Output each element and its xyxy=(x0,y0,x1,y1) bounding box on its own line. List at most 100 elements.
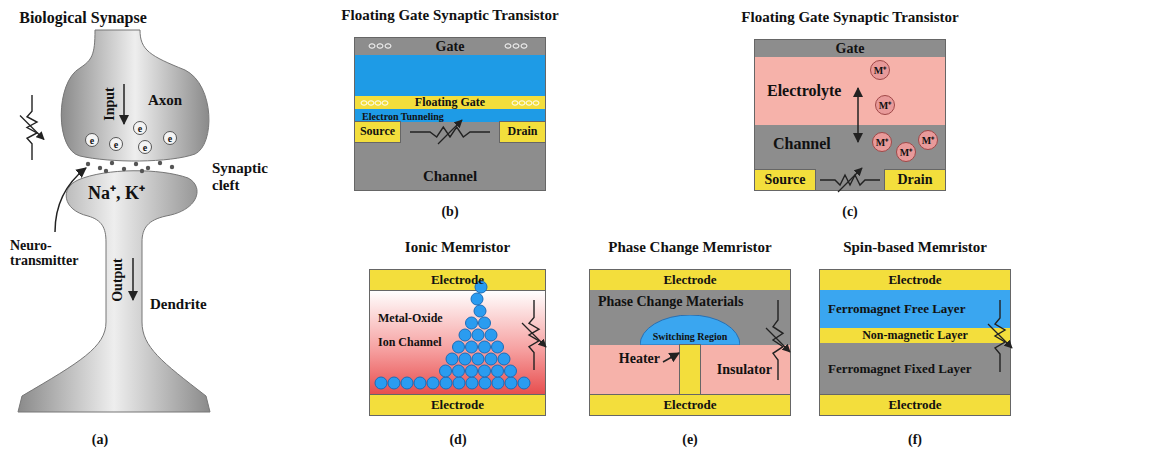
transmitter-dot xyxy=(110,161,114,165)
charge-dot xyxy=(526,101,532,105)
layer-label: Ferromagnet Fixed Layer xyxy=(828,362,971,376)
layer-label: Source xyxy=(765,172,806,187)
nonmagnetic-layer: Non-magnetic Layer xyxy=(820,328,1010,343)
layer-heading: Floating Gate Synaptic Transistor xyxy=(741,9,958,26)
layer-heading: Ionic Memristor xyxy=(405,239,510,256)
variable-arrow xyxy=(522,323,546,347)
panel-letter: (a) xyxy=(92,432,108,447)
panel-letter: (e) xyxy=(682,432,698,447)
part-label: Dendrite xyxy=(150,296,207,313)
process-label: Electron Tunneling xyxy=(362,111,444,122)
transmitter-dot xyxy=(134,162,138,166)
electrode-layer: Electrode xyxy=(590,395,790,415)
heater-leader xyxy=(663,353,679,362)
input-arrow xyxy=(123,84,125,124)
transmitter-dot xyxy=(170,165,174,169)
charge-bead: e xyxy=(163,131,177,145)
layer-label: Insulator xyxy=(717,362,772,377)
dendrite-spine xyxy=(18,171,210,412)
layer-label: Electrode xyxy=(663,398,716,412)
ion-ball xyxy=(440,377,452,389)
ion-ball xyxy=(401,377,413,389)
charge-dot xyxy=(533,101,539,105)
ion-ball xyxy=(479,377,491,389)
layer-label: Electrode xyxy=(431,398,484,412)
signal-label: Input xyxy=(102,87,117,120)
layer-label: Switching Region xyxy=(653,331,728,342)
panel: Spin-based MemristorElectrodeFerromagnet… xyxy=(820,270,1010,415)
ion-ball xyxy=(472,329,484,341)
dome-outline xyxy=(640,315,740,345)
ion-bead: M⁺ xyxy=(870,60,890,80)
channel-layer: ChannelSourceDrain xyxy=(355,122,545,190)
electrolyte-layer: Electrolyte xyxy=(755,57,945,125)
ion-bead: M⁺ xyxy=(918,130,938,150)
transmitter-dot xyxy=(146,166,150,170)
ion-filament xyxy=(375,281,530,389)
layer-label: Drain xyxy=(508,125,538,138)
charge-dots xyxy=(361,44,539,105)
layer-heading: Spin-based Memristor xyxy=(843,239,987,256)
gate-layer: Gate xyxy=(755,40,945,57)
electrode-layer: Electrode xyxy=(370,270,545,290)
gate-layer: Gate xyxy=(355,38,545,55)
charge-dot xyxy=(375,101,381,105)
ion-ball xyxy=(466,365,478,377)
ion-ball xyxy=(459,353,471,365)
phase-change-layer: Phase Change MaterialsSwitching Region xyxy=(590,290,790,345)
floating-gate-layer: Floating Gate xyxy=(355,96,545,109)
panel-letter: (f) xyxy=(908,432,922,447)
ion-ball xyxy=(479,317,491,329)
ion-ball xyxy=(453,365,465,377)
ion-ball xyxy=(518,377,530,389)
charge-dot xyxy=(513,44,519,48)
layer-label: Electrolyte xyxy=(767,82,841,100)
panel-title: Biological Synapse xyxy=(19,9,147,27)
ion-ball xyxy=(492,377,504,389)
panel-letter: (c) xyxy=(842,204,858,219)
ion-ball xyxy=(388,377,400,389)
layer-label: Source xyxy=(360,125,395,138)
part-label: Axon xyxy=(148,92,182,109)
charge-bead: e xyxy=(85,133,99,147)
fixed-layer: Ferromagnet Fixed Layer xyxy=(820,343,1010,395)
layer-label: Phase Change Materials xyxy=(598,294,743,309)
panel: Floating Gate Synaptic TransistorGateEle… xyxy=(755,40,945,190)
ion-ball xyxy=(472,353,484,365)
neurotransmitter-dots xyxy=(86,161,174,173)
ion-ball xyxy=(375,377,387,389)
charge-dot xyxy=(512,101,518,105)
ion-ball xyxy=(466,317,478,329)
ion-ball xyxy=(479,365,491,377)
layer-heading: Heater xyxy=(619,351,660,366)
output-arrow xyxy=(132,258,134,300)
layer-label: Channel xyxy=(773,135,831,153)
layer-label: Electrode xyxy=(663,273,716,287)
layer-heading: Floating Gate Synaptic Transistor xyxy=(341,7,558,24)
transmitter-dot xyxy=(122,167,126,171)
charge-dot xyxy=(369,44,375,48)
layer-label: Non-magnetic Layer xyxy=(862,329,968,342)
ion-bead: M⁺ xyxy=(896,142,916,162)
resistor-symbol xyxy=(27,95,37,160)
switching-dome: Switching Region xyxy=(640,315,740,345)
ion-migration-arrow xyxy=(857,88,859,142)
channel-layer: ChannelSourceDrain xyxy=(755,125,945,190)
transmitter-arrow xyxy=(55,168,86,232)
variable-arrow xyxy=(988,324,1012,348)
resistor-symbols xyxy=(20,95,1012,380)
ion-ball xyxy=(485,353,497,365)
ion-label: Na⁺, K⁺ xyxy=(88,184,145,204)
ion-ball xyxy=(459,329,471,341)
ion-ball xyxy=(492,341,504,353)
ion-ball xyxy=(505,377,517,389)
ion-bead: M⁺ xyxy=(872,132,892,152)
charge-bead: e xyxy=(133,121,147,135)
insulator-layer: Insulator Heater xyxy=(590,345,790,395)
electrode-layer: Electrode xyxy=(370,395,545,415)
charge-dot xyxy=(505,44,511,48)
part-label: Ion Channel xyxy=(378,336,442,349)
layer-label: Gate xyxy=(836,41,865,56)
electrode-layer: Electrode xyxy=(820,395,1010,415)
